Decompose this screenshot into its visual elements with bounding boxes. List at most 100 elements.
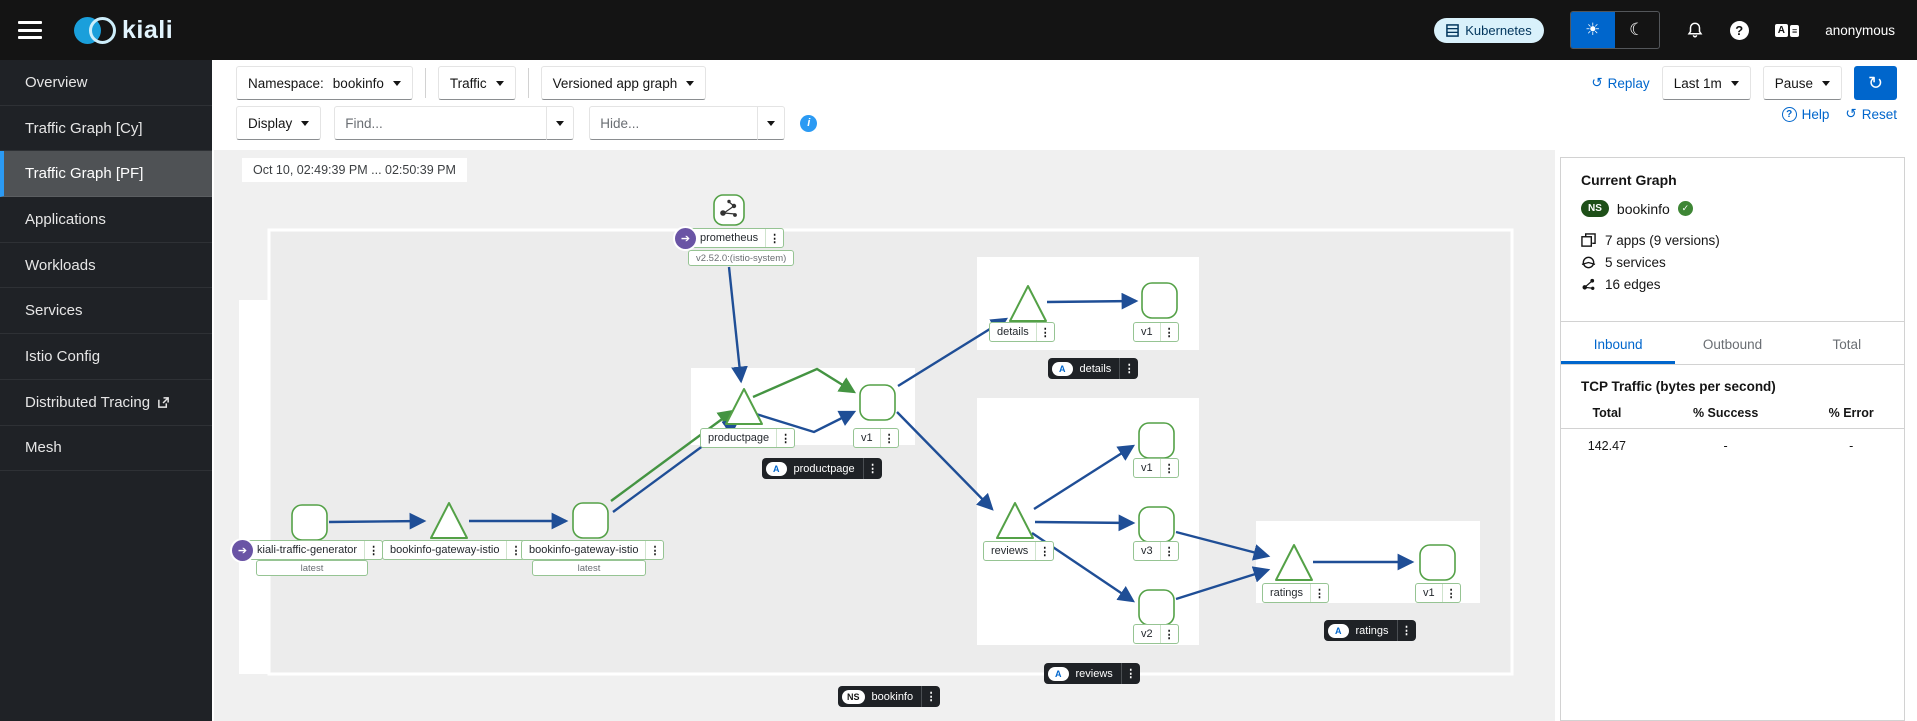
label-details-service[interactable]: details⋮	[989, 322, 1055, 342]
badge-app-productpage[interactable]: A productpage⋮	[762, 458, 882, 479]
refresh-mode-dropdown[interactable]: Pause	[1762, 66, 1842, 100]
graph-type-dropdown[interactable]: Versioned app graph	[540, 66, 707, 100]
language-button[interactable]: A ≡	[1774, 23, 1800, 37]
node-reviews-v2[interactable]	[1138, 589, 1175, 626]
hide-input[interactable]	[589, 106, 758, 140]
traffic-graph-canvas[interactable]: Oct 10, 02:49:39 PM ... 02:50:39 PM ➔ pr…	[214, 150, 1555, 721]
label-details-v1[interactable]: v1⋮	[1133, 322, 1179, 342]
edge-productpage-to-v1-tcp[interactable]	[755, 410, 857, 434]
dark-theme-button[interactable]: ☾	[1615, 12, 1659, 48]
node-reviews-service[interactable]	[996, 502, 1034, 539]
namespace-dropdown[interactable]: Namespace: bookinfo	[236, 66, 413, 100]
label-ratings-service[interactable]: ratings⋮	[1262, 583, 1330, 603]
label-reviews-v3[interactable]: v3⋮	[1133, 541, 1179, 561]
kebab-icon[interactable]: ⋮	[510, 544, 522, 557]
label-reviews-v2[interactable]: v2⋮	[1133, 624, 1179, 644]
kebab-icon[interactable]: ⋮	[1401, 625, 1413, 637]
sidebar-item-distributed-tracing[interactable]: Distributed Tracing	[0, 380, 212, 426]
label-productpage-v1[interactable]: v1⋮	[853, 428, 899, 448]
kebab-icon[interactable]: ⋮	[1163, 545, 1175, 558]
kebab-icon[interactable]: ⋮	[368, 544, 380, 557]
label-reviews-service[interactable]: reviews⋮	[983, 541, 1055, 561]
label-ratings-v1[interactable]: v1⋮	[1415, 583, 1461, 603]
node-reviews-v3[interactable]	[1138, 506, 1175, 543]
find-options-button[interactable]	[546, 106, 575, 140]
badge-app-reviews[interactable]: A reviews⋮	[1044, 663, 1140, 684]
kebab-icon[interactable]: ⋮	[867, 463, 879, 475]
label-gateway-service[interactable]: bookinfo-gateway-istio⋮	[382, 540, 526, 560]
sidebar-item-traffic-graph-cy[interactable]: Traffic Graph [Cy]	[0, 106, 212, 152]
node-ratings-v1[interactable]	[1419, 544, 1456, 581]
kebab-icon[interactable]: ⋮	[1163, 462, 1175, 475]
kebab-icon[interactable]: ⋮	[1039, 326, 1051, 339]
display-dropdown[interactable]: Display	[236, 106, 322, 140]
badge-app-ratings[interactable]: A ratings⋮	[1324, 620, 1416, 641]
node-gateway-workload[interactable]	[572, 502, 609, 539]
sidebar-item-applications[interactable]: Applications	[0, 197, 212, 243]
kebab-icon[interactable]: ⋮	[1123, 363, 1135, 375]
kebab-icon[interactable]: ⋮	[1163, 326, 1175, 339]
edge-reviews-to-v3[interactable]	[1034, 514, 1136, 532]
edge-details-to-v1[interactable]	[1046, 292, 1139, 310]
sidebar-item-overview[interactable]: Overview	[0, 60, 212, 106]
sidebar-item-workloads[interactable]: Workloads	[0, 243, 212, 289]
node-productpage-service[interactable]	[725, 388, 763, 425]
kebab-icon[interactable]: ⋮	[780, 432, 792, 445]
replay-button[interactable]: ↺ Replay	[1591, 75, 1650, 91]
tab-inbound[interactable]: Inbound	[1561, 326, 1676, 364]
edge-productpage-to-v1-http[interactable]	[752, 367, 857, 399]
edge-gateway-to-productpage-http[interactable]	[610, 409, 735, 502]
tab-outbound[interactable]: Outbound	[1702, 337, 1763, 352]
sidebar-item-services[interactable]: Services	[0, 288, 212, 335]
notifications-button[interactable]	[1686, 21, 1704, 39]
nav-toggle-icon[interactable]	[18, 21, 42, 39]
label-productpage-service[interactable]: productpage⋮	[700, 428, 796, 448]
badge-namespace-bookinfo[interactable]: NS bookinfo⋮	[838, 686, 941, 707]
graph-help-button[interactable]: ? Help	[1781, 106, 1829, 122]
node-ratings-service[interactable]	[1275, 544, 1313, 581]
node-productpage-v1[interactable]	[859, 384, 896, 421]
kebab-icon[interactable]: ⋮	[1445, 587, 1457, 600]
kebab-icon[interactable]: ⋮	[925, 691, 937, 703]
node-details-service[interactable]	[1009, 285, 1047, 322]
cluster-badge[interactable]: Kubernetes	[1434, 17, 1544, 43]
node-details-v1[interactable]	[1141, 282, 1178, 319]
kebab-icon[interactable]: ⋮	[1125, 668, 1137, 680]
kebab-icon[interactable]: ⋮	[769, 232, 781, 245]
traffic-dropdown[interactable]: Traffic	[437, 66, 516, 100]
kebab-icon[interactable]: ⋮	[1314, 587, 1326, 600]
hide-options-button[interactable]	[757, 106, 786, 140]
label-prometheus[interactable]: ➔ prometheus⋮	[675, 228, 785, 249]
label-traffic-generator[interactable]: ➔ kiali-traffic-generator⋮	[232, 540, 384, 561]
label-reviews-v1[interactable]: v1⋮	[1133, 458, 1179, 478]
sidebar-item-mesh[interactable]: Mesh	[0, 426, 212, 472]
kebab-icon[interactable]: ⋮	[1039, 545, 1051, 558]
refresh-button[interactable]: ↻	[1854, 66, 1897, 100]
badge-app-details[interactable]: A details⋮	[1048, 358, 1139, 379]
find-input[interactable]	[334, 106, 547, 140]
help-menu-button[interactable]: ?	[1729, 20, 1749, 40]
edge-productpage-to-details[interactable]	[897, 317, 1009, 388]
edge-prometheus-to-productpage[interactable]	[727, 266, 748, 384]
node-kiali-traffic-generator[interactable]	[291, 504, 328, 541]
edge-v3-to-ratings[interactable]	[1175, 530, 1271, 561]
edge-v2-to-ratings[interactable]	[1175, 566, 1271, 601]
graph-reset-button[interactable]: ↺ Reset	[1845, 106, 1897, 122]
kebab-icon[interactable]: ⋮	[883, 432, 895, 445]
label-gateway-workload[interactable]: bookinfo-gateway-istio⋮	[521, 540, 665, 560]
edge-reviews-to-v1[interactable]	[1033, 444, 1136, 511]
light-theme-button[interactable]: ☀	[1570, 12, 1615, 48]
edge-productpage-to-reviews[interactable]	[896, 411, 994, 511]
sidebar-item-traffic-graph-pf[interactable]: Traffic Graph [PF]	[0, 151, 212, 198]
kebab-icon[interactable]: ⋮	[1163, 628, 1175, 641]
node-reviews-v1[interactable]	[1138, 422, 1175, 459]
node-gateway-service[interactable]	[430, 502, 468, 539]
tab-total[interactable]: Total	[1832, 337, 1862, 352]
interval-dropdown[interactable]: Last 1m	[1661, 66, 1751, 100]
edge-generator-to-gateway-service[interactable]	[328, 512, 427, 530]
find-hide-info-icon[interactable]: i	[800, 114, 818, 132]
summary-namespace[interactable]: bookinfo	[1616, 200, 1670, 217]
sidebar-item-istio-config[interactable]: Istio Config	[0, 334, 212, 380]
kebab-icon[interactable]: ⋮	[649, 544, 661, 557]
namespace-box-bookinfo[interactable]	[267, 228, 1514, 676]
